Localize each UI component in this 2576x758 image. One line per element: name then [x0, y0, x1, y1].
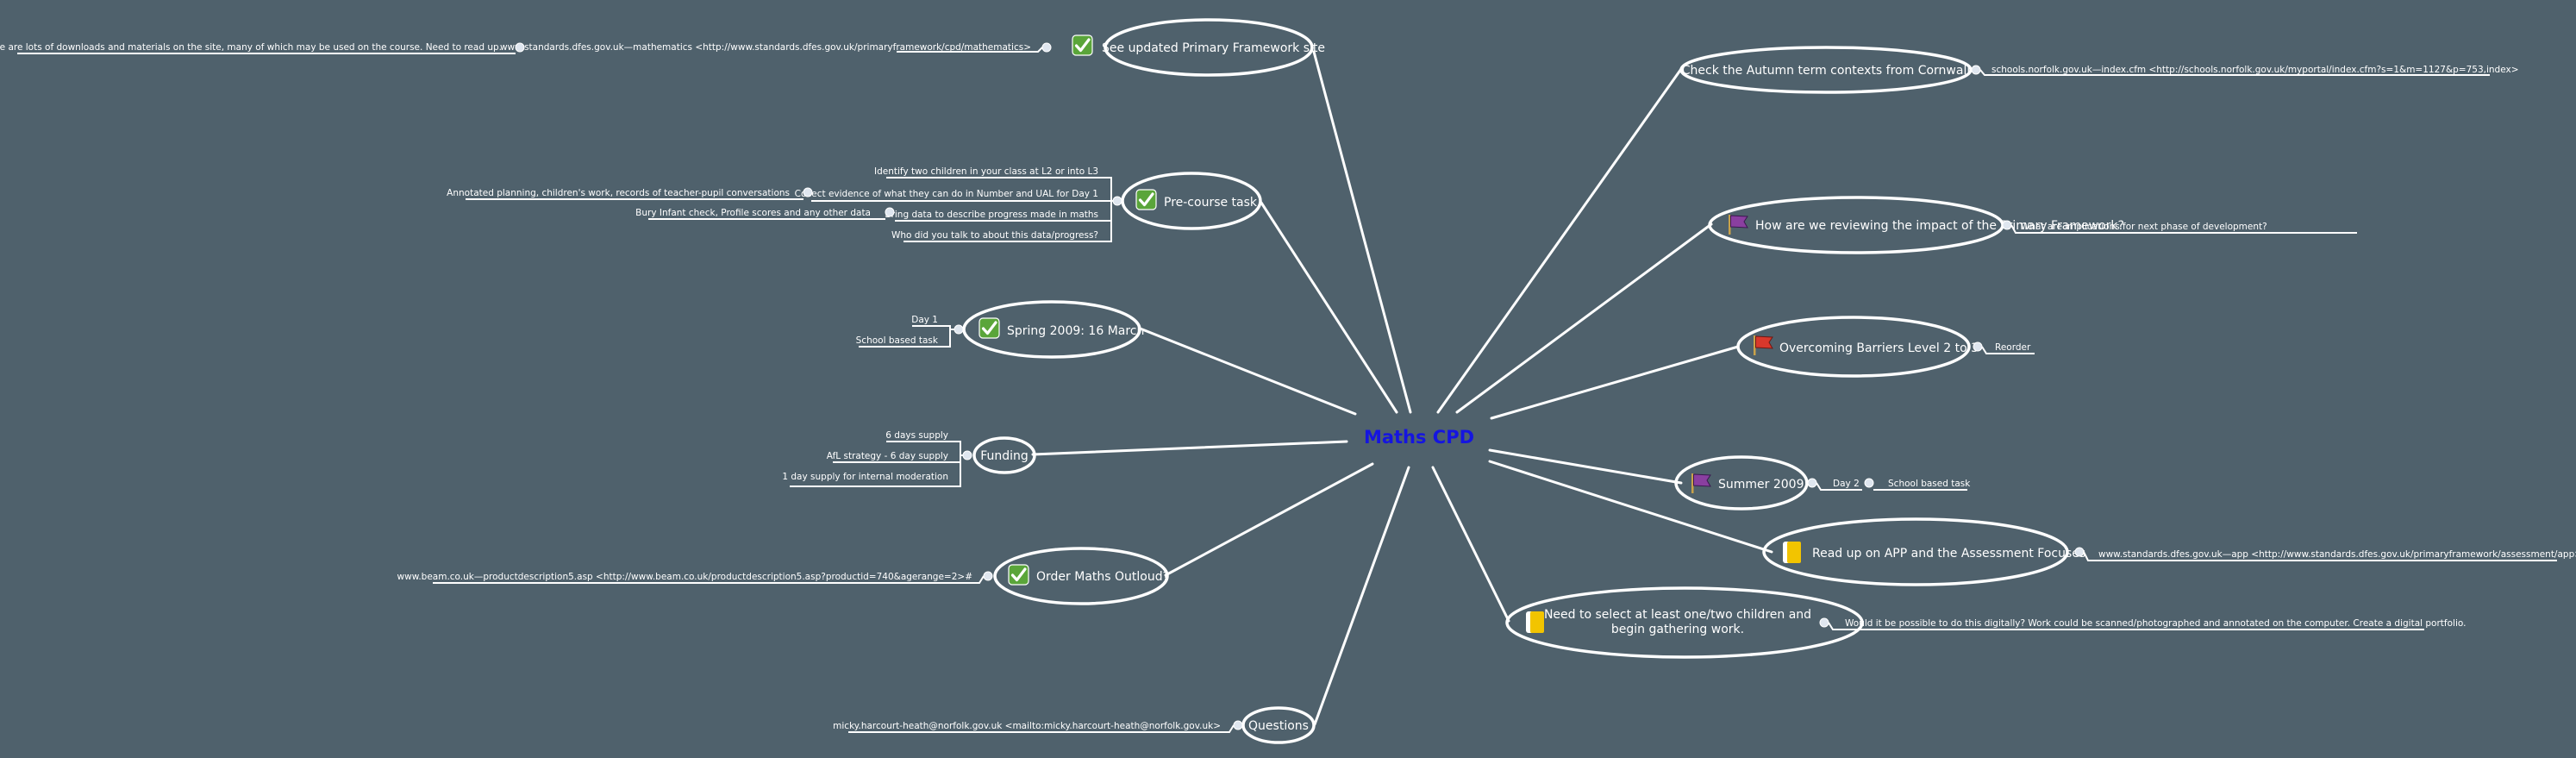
node-oval[interactable]: [962, 300, 1141, 359]
connector-dot: [1112, 196, 1122, 206]
node-pre-course-task[interactable]: Pre-course task: [1121, 172, 1262, 230]
node-label: Pre-course task: [1164, 196, 1258, 210]
task-bring-data[interactable]: Bring data to describe progress made in …: [885, 210, 1098, 220]
funding-moderation[interactable]: 1 day supply for internal moderation: [782, 472, 948, 482]
note-primary-framework: There are lots of downloads and material…: [0, 42, 502, 53]
node-oval[interactable]: [1679, 46, 1973, 94]
note-annotated-planning: Annotated planning, children's work, rec…: [447, 188, 790, 198]
node-questions[interactable]: Questions: [1241, 706, 1316, 744]
node-label-line-2: begin gathering work.: [1611, 623, 1744, 636]
node-label: Questions: [1248, 719, 1309, 733]
node-oval[interactable]: [1104, 18, 1314, 77]
link-email[interactable]: micky.harcourt-heath@norfolk.gov.uk <mai…: [833, 721, 1221, 731]
connector-dot: [1971, 65, 1981, 75]
node-summer-2009[interactable]: Summer 2009:: [1674, 455, 1809, 511]
note-icon: [1526, 611, 1544, 633]
check-icon: [1071, 34, 1094, 57]
check-icon: [1007, 563, 1030, 586]
node-label: Check the Autumn term contexts from Corn…: [1682, 64, 1971, 78]
node-label: Summer 2009:: [1718, 478, 1808, 492]
node-label: Order Maths Outloud?: [1036, 570, 1169, 584]
leaf-underline: [1816, 482, 1862, 491]
connectors: [1031, 50, 1773, 726]
node-label: Spring 2009: 16 March: [1007, 324, 1144, 338]
leaf-underline: [1979, 69, 2490, 76]
spring-school-based-task[interactable]: School based task: [856, 335, 939, 346]
check-icon: [1135, 188, 1158, 211]
check-icon: [978, 316, 1001, 340]
note-icon: [1783, 542, 1801, 563]
connector-dot: [2074, 547, 2085, 557]
node-select-children[interactable]: Need to select at least one/two children…: [1505, 586, 1864, 659]
node-autumn-term[interactable]: Check the Autumn term contexts from Corn…: [1679, 46, 1973, 94]
leaf-underline: [433, 575, 985, 584]
link-primary-framework[interactable]: www.standards.dfes.gov.uk—mathematics <h…: [500, 42, 1031, 53]
center-topic[interactable]: Maths CPD: [1364, 427, 1474, 448]
reorder[interactable]: Reorder: [1995, 342, 2031, 353]
digital-portfolio-question[interactable]: Would it be possible to do this digitall…: [1845, 618, 2466, 629]
task-collect-evidence[interactable]: Collect evidence of what they can do in …: [795, 189, 1098, 199]
node-oval[interactable]: [1241, 706, 1316, 744]
leaf-underline: [903, 201, 1112, 242]
node-label: How are we reviewing the impact of the P…: [1755, 219, 2124, 233]
summer-day-2[interactable]: Day 2: [1833, 479, 1860, 489]
leaf-underline: [1981, 346, 2035, 354]
node-oval[interactable]: [972, 436, 1036, 474]
link-beam[interactable]: www.beam.co.uk—productdescription5.asp <…: [397, 572, 972, 582]
leaf-underline: [2083, 551, 2557, 561]
purple-flag-icon: [1691, 473, 1711, 494]
link-app-assessment[interactable]: www.standards.dfes.gov.uk—app <http://ww…: [2098, 549, 2576, 560]
implications-next-phase[interactable]: What are implications for next phase of …: [2021, 222, 2267, 232]
leaf-underline: [912, 325, 954, 330]
node-oval[interactable]: [1736, 316, 1971, 378]
connector-dot: [953, 324, 964, 335]
node-label: See updated Primary Framework site: [1102, 41, 1325, 55]
connector-dot: [803, 187, 813, 197]
connector-dot: [885, 207, 895, 217]
task-identify-children[interactable]: Identify two children in your class at L…: [874, 166, 1098, 177]
connector-dot: [1973, 341, 1983, 352]
node-funding[interactable]: Funding: [972, 436, 1036, 474]
node-oval[interactable]: [1505, 586, 1864, 659]
task-who-did-you-talk[interactable]: Who did you talk to about this data/prog…: [891, 230, 1098, 241]
leaf-underline: [1828, 622, 2424, 630]
node-oval[interactable]: [1674, 455, 1809, 511]
connector-dot: [2002, 220, 2012, 230]
connector-dot: [1807, 478, 1817, 488]
node-overcoming-barriers[interactable]: Overcoming Barriers Level 2 to 3: [1736, 316, 1979, 378]
connector-dot: [962, 450, 972, 460]
red-flag-icon: [1753, 335, 1773, 356]
node-read-up-app[interactable]: Read up on APP and the Assessment Focuse…: [1762, 517, 2085, 586]
node-oval[interactable]: [1121, 172, 1262, 230]
node-primary-framework[interactable]: See updated Primary Framework site: [1071, 18, 1325, 77]
leaf-underline: [790, 442, 961, 487]
node-label: Funding: [980, 449, 1029, 463]
connector-dot: [515, 42, 525, 53]
leaf-underline: [859, 329, 951, 348]
purple-flag-icon: [1728, 214, 1748, 235]
connector-dot: [1819, 617, 1829, 628]
link-norfolk-schools[interactable]: schools.norfolk.gov.uk—index.cfm <http:/…: [1991, 65, 2519, 75]
connector-dot: [1041, 42, 1052, 53]
node-oval[interactable]: [993, 547, 1169, 605]
connector-dot: [1864, 478, 1874, 488]
funding-afl-strategy[interactable]: AfL strategy - 6 day supply: [827, 451, 948, 461]
spring-day-1[interactable]: Day 1: [911, 315, 938, 325]
leaf-underline: [848, 724, 1235, 733]
connector-dot: [983, 571, 993, 581]
leaf-underline: [2010, 224, 2357, 234]
node-spring-2009[interactable]: Spring 2009: 16 March: [962, 300, 1144, 359]
funding-6-days[interactable]: 6 days supply: [885, 430, 948, 441]
connector-dot: [1233, 720, 1243, 730]
node-label: Read up on APP and the Assessment Focuse…: [1812, 547, 2085, 561]
node-label-line-1: Need to select at least one/two children…: [1544, 608, 1811, 622]
note-bury-infant: Bury Infant check, Profile scores and an…: [635, 208, 871, 218]
summer-school-based-task[interactable]: School based task: [1888, 479, 1971, 489]
leaf-underline: [897, 47, 1043, 53]
node-order-maths-outloud[interactable]: Order Maths Outloud?: [993, 547, 1169, 605]
node-oval[interactable]: [1762, 517, 2069, 586]
node-label: Overcoming Barriers Level 2 to 3: [1779, 341, 1979, 355]
